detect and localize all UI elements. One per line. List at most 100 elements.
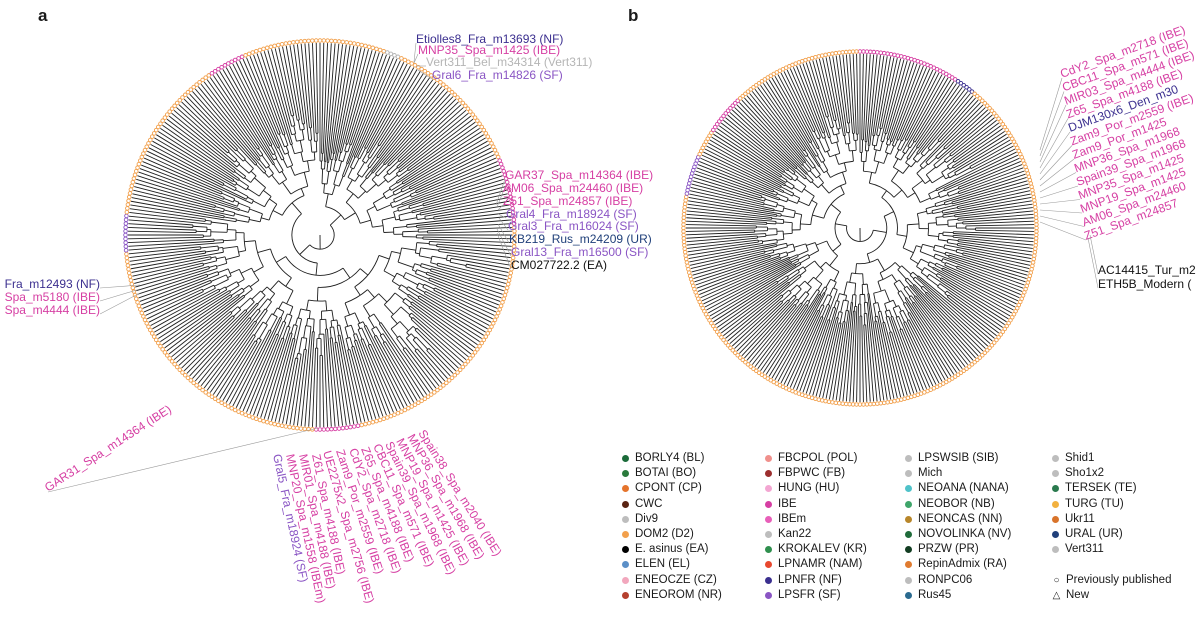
tree-branch bbox=[793, 186, 803, 193]
tip-marker bbox=[377, 47, 383, 53]
legend-swatch bbox=[905, 515, 912, 523]
tree-branch-arc bbox=[215, 256, 218, 261]
tree-branch bbox=[388, 98, 457, 167]
tree-branch bbox=[147, 291, 204, 320]
legend-swatch bbox=[1052, 485, 1059, 493]
tree-branch bbox=[232, 63, 283, 161]
tree-branch bbox=[893, 283, 900, 293]
tree-branch bbox=[906, 83, 958, 159]
tree-branch bbox=[818, 138, 826, 153]
tip-marker bbox=[721, 337, 726, 343]
tree-branch bbox=[818, 317, 839, 398]
legend-label: FBPWC (FB) bbox=[778, 467, 846, 480]
legend-swatch bbox=[905, 591, 912, 599]
legend-item: BOTAI (BO) bbox=[622, 466, 696, 481]
tree-branch bbox=[834, 154, 840, 165]
tree-branch bbox=[367, 345, 398, 412]
tree-branch bbox=[773, 209, 783, 213]
tree-branch bbox=[845, 311, 854, 402]
tree-branch bbox=[234, 171, 245, 179]
tree-branch-arc bbox=[873, 289, 886, 294]
tree-branch bbox=[809, 170, 817, 179]
tree-branch bbox=[937, 97, 976, 141]
tree-branch bbox=[864, 141, 867, 151]
tree-branch-arc bbox=[297, 317, 302, 320]
tree-branch bbox=[364, 63, 408, 148]
leader-line bbox=[1039, 199, 1081, 205]
tip-marker bbox=[435, 387, 440, 393]
tree-branch bbox=[236, 149, 246, 160]
tree-branch bbox=[880, 311, 885, 323]
tree-branch bbox=[780, 186, 794, 194]
leader-line bbox=[1087, 237, 1099, 289]
tree-branch bbox=[940, 279, 1007, 323]
legend-item: LPSFR (SF) bbox=[765, 588, 841, 603]
tree-branch bbox=[886, 61, 911, 140]
tree-branch bbox=[813, 131, 819, 140]
tree-branch bbox=[329, 338, 340, 427]
tree-branch bbox=[884, 59, 905, 134]
tip-marker bbox=[283, 424, 289, 429]
tree-branch bbox=[304, 338, 308, 350]
tip-marker bbox=[366, 420, 372, 426]
tree-branch bbox=[131, 256, 211, 273]
tree-branch bbox=[235, 317, 281, 408]
tree-branch bbox=[913, 296, 969, 365]
tree-branch-arc bbox=[416, 282, 420, 289]
tree-branch bbox=[942, 234, 954, 237]
tip-marker bbox=[123, 217, 129, 222]
tree-branch bbox=[349, 349, 369, 421]
tree-branch bbox=[425, 291, 490, 326]
tree-branch bbox=[189, 93, 256, 166]
tree-branch-arc bbox=[838, 311, 843, 313]
tree-branch-arc bbox=[799, 214, 803, 230]
legend-label: Mich bbox=[918, 467, 943, 480]
tree-branch bbox=[366, 172, 373, 179]
tree-branch bbox=[219, 71, 275, 161]
tree-branch bbox=[945, 262, 958, 268]
tree-branch-arc bbox=[920, 285, 924, 289]
tree-branch bbox=[355, 333, 387, 416]
tree-branch bbox=[944, 244, 1031, 263]
tree-branch bbox=[689, 244, 777, 263]
tree-branch bbox=[375, 326, 382, 336]
tip-marker bbox=[291, 425, 296, 430]
tree-branch bbox=[400, 217, 417, 222]
leader-line bbox=[496, 191, 504, 208]
tree-branch bbox=[689, 245, 778, 266]
tree-branch bbox=[879, 57, 895, 129]
tree-branch-arc bbox=[293, 324, 298, 327]
tree-branch bbox=[941, 261, 946, 264]
tip-marker bbox=[236, 56, 241, 61]
tree-branch bbox=[821, 304, 828, 318]
tree-branch bbox=[326, 43, 340, 163]
tree-branch bbox=[809, 307, 837, 395]
tip-marker bbox=[714, 122, 720, 127]
tree-branch bbox=[282, 181, 292, 195]
tree-branch-arc bbox=[236, 163, 241, 168]
tree-branch bbox=[303, 325, 307, 338]
tip-marker bbox=[475, 347, 480, 352]
tree-branch bbox=[760, 304, 808, 372]
tree-branch bbox=[329, 327, 332, 338]
tree-branch-arc bbox=[344, 324, 352, 328]
tree-branch bbox=[720, 122, 785, 172]
tree-branch bbox=[391, 250, 401, 254]
tree-branch bbox=[780, 72, 820, 149]
tree-branch bbox=[808, 250, 819, 257]
tree-branch bbox=[796, 167, 807, 178]
tree-branch bbox=[934, 173, 1026, 205]
tree-branch bbox=[693, 177, 762, 199]
tree-branch-arc bbox=[919, 165, 924, 169]
tree-branch bbox=[862, 161, 865, 172]
tree-branch-arc bbox=[944, 252, 947, 255]
tree-branch bbox=[761, 196, 766, 199]
tree-branch bbox=[970, 145, 1014, 170]
leader-line bbox=[1039, 215, 1085, 227]
tree-branch-arc bbox=[872, 144, 877, 147]
legend-label: Kan22 bbox=[778, 528, 812, 540]
tree-branch-arc bbox=[782, 206, 785, 212]
tree-branch bbox=[751, 91, 814, 169]
tree-branch bbox=[931, 175, 944, 184]
tree-branch bbox=[137, 267, 218, 295]
